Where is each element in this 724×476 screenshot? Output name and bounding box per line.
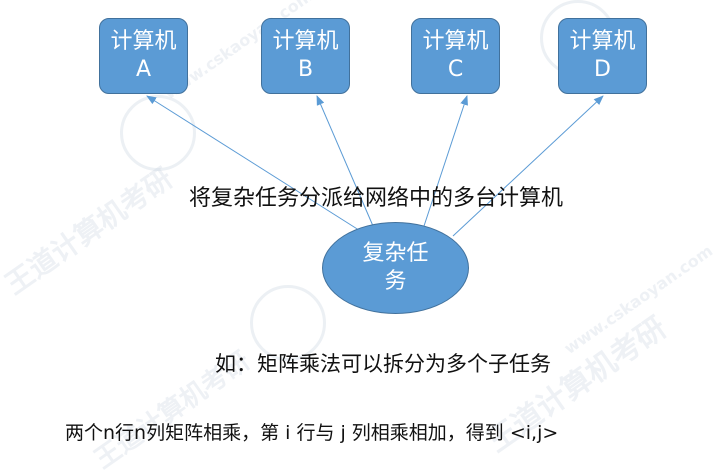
computer-b-label: 计算机B (272, 29, 339, 82)
arrow-to-computer-a (146, 95, 363, 233)
central-task-node: 复杂任务 (322, 222, 469, 314)
computer-c-label: 计算机C (422, 29, 489, 82)
caption-example: 如：矩阵乘法可以拆分为多个子任务 (215, 352, 551, 376)
arrow-to-computer-b (316, 95, 374, 227)
caption-matrix: 两个n行n列矩阵相乘，第 i 行与 j 列相乘相加，得到 <i,j> (65, 422, 559, 444)
computer-a-label: 计算机A (110, 29, 177, 82)
computer-a-node: 计算机A (99, 18, 188, 94)
arrow-to-computer-d (452, 95, 604, 237)
computer-d-node: 计算机D (558, 18, 647, 94)
computer-c-node: 计算机C (411, 18, 500, 94)
caption-distribute: 将复杂任务分派给网络中的多台计算机 (189, 186, 564, 211)
computer-d-label: 计算机D (569, 29, 636, 82)
arrow-to-computer-c (423, 95, 468, 227)
central-task-label: 复杂任务 (362, 241, 429, 294)
computer-b-node: 计算机B (261, 18, 350, 94)
